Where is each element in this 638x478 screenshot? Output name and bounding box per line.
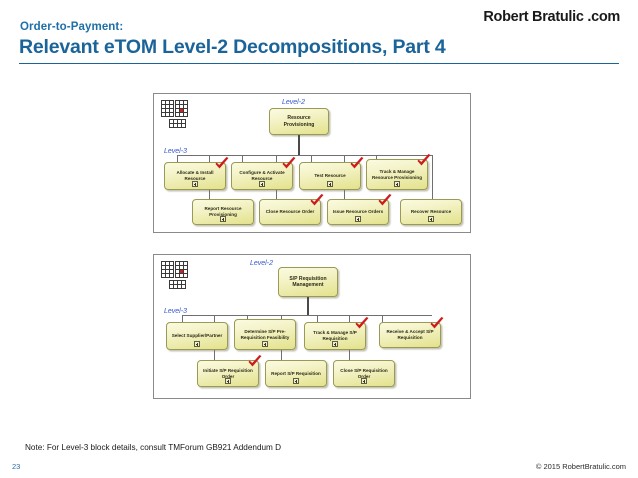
level3-node[interactable]: Receive & Accept S/P Requisition xyxy=(379,317,444,348)
plus-expand-icon[interactable] xyxy=(355,216,361,222)
plus-expand-icon[interactable] xyxy=(194,341,200,347)
level3-node-label: Recover Resource xyxy=(410,209,452,215)
level3-node-label: Report S/P Requisition xyxy=(271,370,321,376)
level3-node[interactable]: Report S/P Requisition xyxy=(265,360,327,387)
level2-label: Level-2 xyxy=(250,260,273,267)
header-divider xyxy=(19,63,619,64)
level3-node[interactable]: Allocate & Install Resource xyxy=(164,157,229,190)
level3-node[interactable]: Track & Manage S/P Requisition xyxy=(304,317,369,350)
connector-drop xyxy=(242,155,243,162)
connector-trunk xyxy=(307,297,309,315)
brand-wordmark: Robert Bratulic .com xyxy=(483,9,620,25)
level3-node-label: Track & Manage S/P Requisition xyxy=(313,330,357,341)
footnote: Note: For Level-3 block details, consult… xyxy=(25,443,282,452)
level3-node[interactable]: Select Supplier/Partner xyxy=(166,322,228,350)
level3-node[interactable]: Issue Resource Orders xyxy=(327,194,392,225)
page-number: 23 xyxy=(12,462,21,471)
red-check-icon xyxy=(355,317,369,329)
plus-expand-icon[interactable] xyxy=(259,181,265,187)
plus-expand-icon[interactable] xyxy=(192,181,198,187)
level3-node-label: Configure & Activate Resource xyxy=(239,170,285,181)
connector-drop xyxy=(182,315,183,322)
level3-node[interactable]: Close S/P Requisition Order xyxy=(333,360,395,387)
connector-drop xyxy=(382,315,383,322)
level3-node[interactable]: Initiate S/P Requisition Order xyxy=(197,355,262,387)
plus-expand-icon[interactable] xyxy=(332,341,338,347)
connector-drop-long xyxy=(432,155,433,199)
diagram-resource-provisioning: Level-2 Level-3 Resource Provisioning Al… xyxy=(153,93,471,233)
level3-node[interactable]: Test Resource xyxy=(299,157,364,190)
etom-map-icon xyxy=(161,100,195,128)
red-check-icon xyxy=(248,355,262,367)
connector-bus xyxy=(182,315,432,316)
connector-drop xyxy=(177,155,178,162)
level3-node-label: Determine S/P Pre-Requisition Feasibilit… xyxy=(240,328,290,340)
level3-node-label: Test Resource xyxy=(314,173,346,179)
slide-kicker: Order-to-Payment: xyxy=(20,21,124,33)
copyright-notice: © 2015 RobertBratulic.com xyxy=(535,462,626,471)
connector-drop xyxy=(376,155,377,162)
level3-node[interactable]: Track & Manage Resource Provisioning xyxy=(366,154,431,190)
level2-node-label: Resource Provisioning xyxy=(283,115,315,128)
diagram-sp-requisition-management: Level-2 Level-3 S/P Requisition Manageme… xyxy=(153,254,471,399)
slide-header: Robert Bratulic .com Order-to-Payment: R… xyxy=(0,0,638,66)
plus-expand-icon[interactable] xyxy=(428,216,434,222)
level3-node[interactable]: Recover Resource xyxy=(400,199,462,225)
level3-node-label: Report Resource Provisioning xyxy=(204,206,242,217)
plus-expand-icon[interactable] xyxy=(262,341,268,347)
level3-label: Level-3 xyxy=(164,148,187,155)
level3-node[interactable]: Report Resource Provisioning xyxy=(192,199,254,225)
red-check-icon xyxy=(417,154,431,166)
plus-expand-icon[interactable] xyxy=(361,378,367,384)
level3-node-label: Close Resource Order xyxy=(265,209,315,215)
plus-expand-icon[interactable] xyxy=(394,181,400,187)
plus-expand-icon[interactable] xyxy=(327,181,333,187)
level3-node[interactable]: Configure & Activate Resource xyxy=(231,157,296,190)
level3-node-label: Select Supplier/Partner xyxy=(171,333,223,339)
plus-expand-icon[interactable] xyxy=(220,216,226,222)
connector-trunk xyxy=(298,135,300,155)
connector-drop xyxy=(247,315,248,322)
red-check-icon xyxy=(310,194,324,206)
plus-expand-icon[interactable] xyxy=(293,378,299,384)
red-check-icon xyxy=(282,157,296,169)
level3-node-label: Receive & Accept S/P Requisition xyxy=(386,329,434,340)
red-check-icon xyxy=(215,157,229,169)
etom-map-icon xyxy=(161,261,195,289)
level2-label: Level-2 xyxy=(282,99,305,106)
red-check-icon xyxy=(350,157,364,169)
connector-drop xyxy=(311,155,312,162)
level3-node[interactable]: Determine S/P Pre-Requisition Feasibilit… xyxy=(234,319,296,350)
connector-drop xyxy=(317,315,318,322)
level3-node-label: Track & Manage Resource Provisioning xyxy=(371,168,423,180)
plus-expand-icon[interactable] xyxy=(225,378,231,384)
level3-node[interactable]: Close Resource Order xyxy=(259,194,324,225)
level3-node-label: Allocate & Install Resource xyxy=(176,170,214,181)
page-title: Relevant eTOM Level-2 Decompositions, Pa… xyxy=(19,36,446,58)
level2-node[interactable]: S/P Requisition Management xyxy=(278,267,338,297)
connector-bus xyxy=(177,155,432,156)
level3-label: Level-3 xyxy=(164,308,187,315)
level3-node-label: Issue Resource Orders xyxy=(332,209,384,215)
level2-node[interactable]: Resource Provisioning xyxy=(269,108,329,135)
red-check-icon xyxy=(378,194,392,206)
level3-node-label: Close S/P Requisition Order xyxy=(340,367,388,379)
level2-node-label: S/P Requisition Management xyxy=(289,275,327,288)
level3-node-label: Initiate S/P Requisition Order xyxy=(203,367,253,379)
